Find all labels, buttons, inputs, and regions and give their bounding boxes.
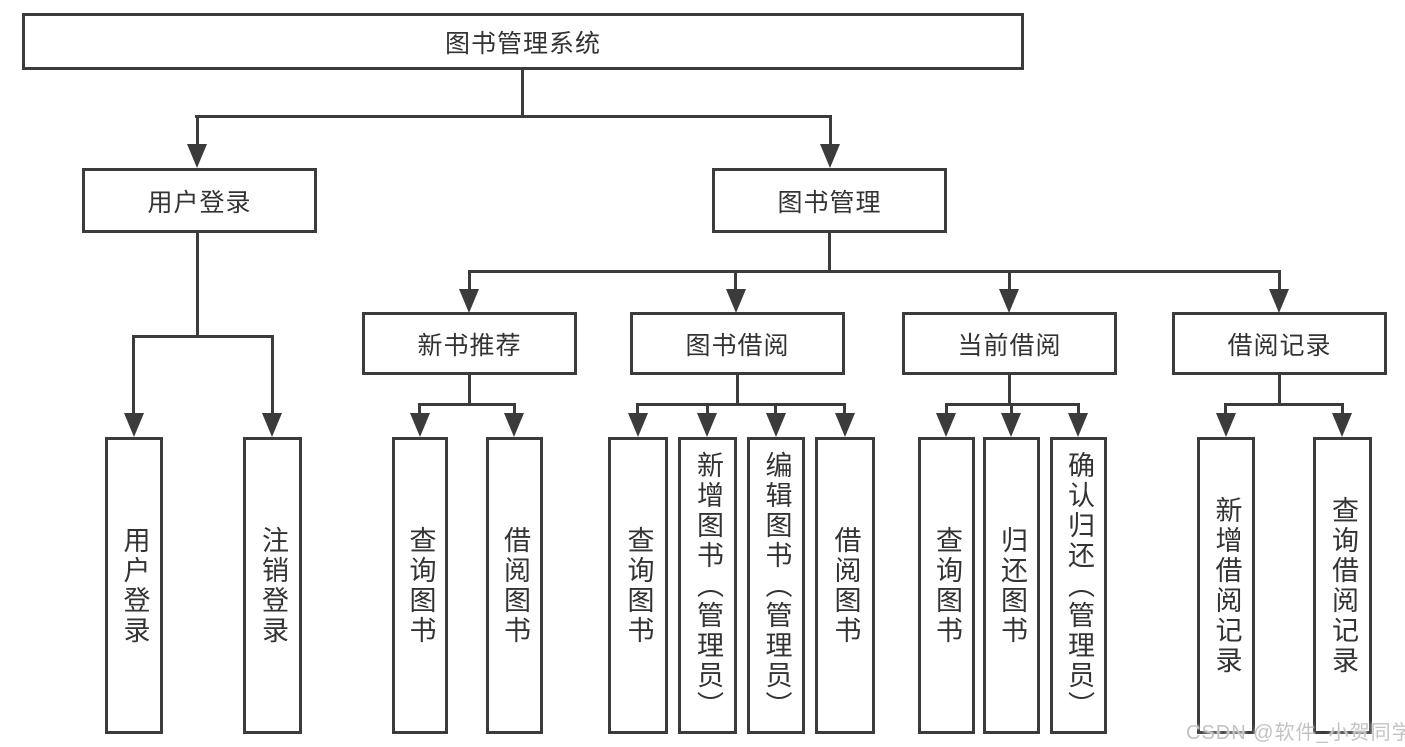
leaf-label: 查询图书 xyxy=(405,525,436,646)
leaf-logout: 注销登录 xyxy=(243,437,302,734)
connector-drop-user-login xyxy=(196,115,199,147)
connector-records-rail xyxy=(1224,403,1344,406)
node-user-login: 用户登录 xyxy=(82,168,317,233)
connector-drop-book-borrow xyxy=(734,270,737,291)
connector-drop-new-books xyxy=(468,270,471,291)
arrow-down-icon xyxy=(187,144,207,168)
node-borrow-records: 借阅记录 xyxy=(1172,312,1387,375)
connector-bookborrow-rail xyxy=(636,403,846,406)
arrow-down-icon xyxy=(459,289,479,313)
leaf-label: 查询图书 xyxy=(932,525,962,646)
connector-root-stem xyxy=(521,68,524,117)
connector-drop-leaf xyxy=(945,403,948,415)
leaf-label: 编辑图书（管理员） xyxy=(761,450,792,721)
arrow-down-icon xyxy=(1068,413,1088,437)
arrow-down-icon xyxy=(1269,289,1289,313)
leaf-borrow-books-1: 借阅图书 xyxy=(486,437,543,734)
arrow-down-icon xyxy=(262,413,282,437)
connector-newbooks-rail xyxy=(418,403,516,406)
leaf-label: 注销登录 xyxy=(258,525,288,646)
leaf-label: 确认归还（管理员） xyxy=(1064,450,1094,721)
node-new-book-recommend: 新书推荐 xyxy=(362,312,577,375)
leaf-edit-book-admin: 编辑图书（管理员） xyxy=(747,437,805,734)
leaf-query-books-1: 查询图书 xyxy=(392,437,448,734)
leaf-confirm-return-admin: 确认归还（管理员） xyxy=(1050,437,1107,734)
arrow-down-icon xyxy=(124,413,144,437)
leaf-label: 用户登录 xyxy=(119,525,150,646)
connector-records-stem xyxy=(1278,374,1281,405)
leaf-label: 新增图书（管理员） xyxy=(693,450,723,721)
connector-drop-current-borrow xyxy=(1008,270,1011,291)
connector-drop-leaf xyxy=(132,335,135,415)
connector-drop-leaf xyxy=(1341,403,1344,415)
connector-drop-leaf xyxy=(774,403,777,415)
connector-drop-book-mgmt xyxy=(829,115,832,147)
arrow-down-icon xyxy=(820,144,840,168)
connector-drop-borrow-records xyxy=(1278,270,1281,291)
arrow-down-icon xyxy=(835,413,855,437)
leaf-add-book-admin: 新增图书（管理员） xyxy=(678,437,737,734)
node-book-borrow: 图书借阅 xyxy=(630,312,845,375)
leaf-label: 查询图书 xyxy=(623,525,654,646)
connector-bookborrow-stem xyxy=(736,374,739,405)
connector-drop-leaf xyxy=(513,403,516,415)
leaf-user-login: 用户登录 xyxy=(105,437,163,734)
arrow-down-icon xyxy=(936,413,956,437)
node-book-management: 图书管理 xyxy=(712,168,947,233)
arrow-down-icon xyxy=(1216,413,1236,437)
leaf-add-borrow-record: 新增借阅记录 xyxy=(1197,437,1255,734)
leaf-label: 借阅图书 xyxy=(500,525,530,646)
leaf-borrow-books-2: 借阅图书 xyxy=(815,437,875,734)
leaf-query-books-3: 查询图书 xyxy=(918,437,975,734)
connector-drop-leaf xyxy=(843,403,846,415)
connector-currentborrow-stem xyxy=(1008,374,1011,405)
connector-drop-leaf xyxy=(636,403,639,415)
arrow-down-icon xyxy=(697,413,717,437)
arrow-down-icon xyxy=(766,413,786,437)
leaf-query-books-2: 查询图书 xyxy=(608,437,668,734)
connector-drop-leaf xyxy=(1077,403,1080,415)
leaf-label: 查询借阅记录 xyxy=(1328,495,1358,676)
connector-bookmgmt-rail xyxy=(468,270,1281,273)
node-current-borrow: 当前借阅 xyxy=(902,312,1117,375)
arrow-down-icon xyxy=(726,289,746,313)
leaf-label: 新增借阅记录 xyxy=(1211,495,1242,676)
leaf-query-borrow-record: 查询借阅记录 xyxy=(1313,437,1372,734)
connector-drop-leaf xyxy=(1010,403,1013,415)
arrow-down-icon xyxy=(628,413,648,437)
leaf-return-book: 归还图书 xyxy=(983,437,1040,734)
connector-userlogin-stem xyxy=(196,232,199,337)
leaf-label: 归还图书 xyxy=(997,525,1027,646)
connector-drop-leaf xyxy=(706,403,709,415)
arrow-down-icon xyxy=(410,413,430,437)
connector-drop-leaf xyxy=(271,335,274,415)
node-root: 图书管理系统 xyxy=(22,13,1024,70)
arrow-down-icon xyxy=(1332,413,1352,437)
arrow-down-icon xyxy=(1001,413,1021,437)
leaf-label: 借阅图书 xyxy=(830,525,861,646)
csdn-watermark: CSDN @软件_小贺同学 xyxy=(1186,722,1405,744)
connector-root-rail xyxy=(195,115,832,118)
connector-drop-leaf xyxy=(1224,403,1227,415)
connector-bookmgmt-stem xyxy=(828,232,831,272)
arrow-down-icon xyxy=(999,289,1019,313)
connector-userlogin-rail xyxy=(132,335,274,338)
connector-newbooks-stem xyxy=(468,374,471,405)
arrow-down-icon xyxy=(504,413,524,437)
connector-drop-leaf xyxy=(418,403,421,415)
